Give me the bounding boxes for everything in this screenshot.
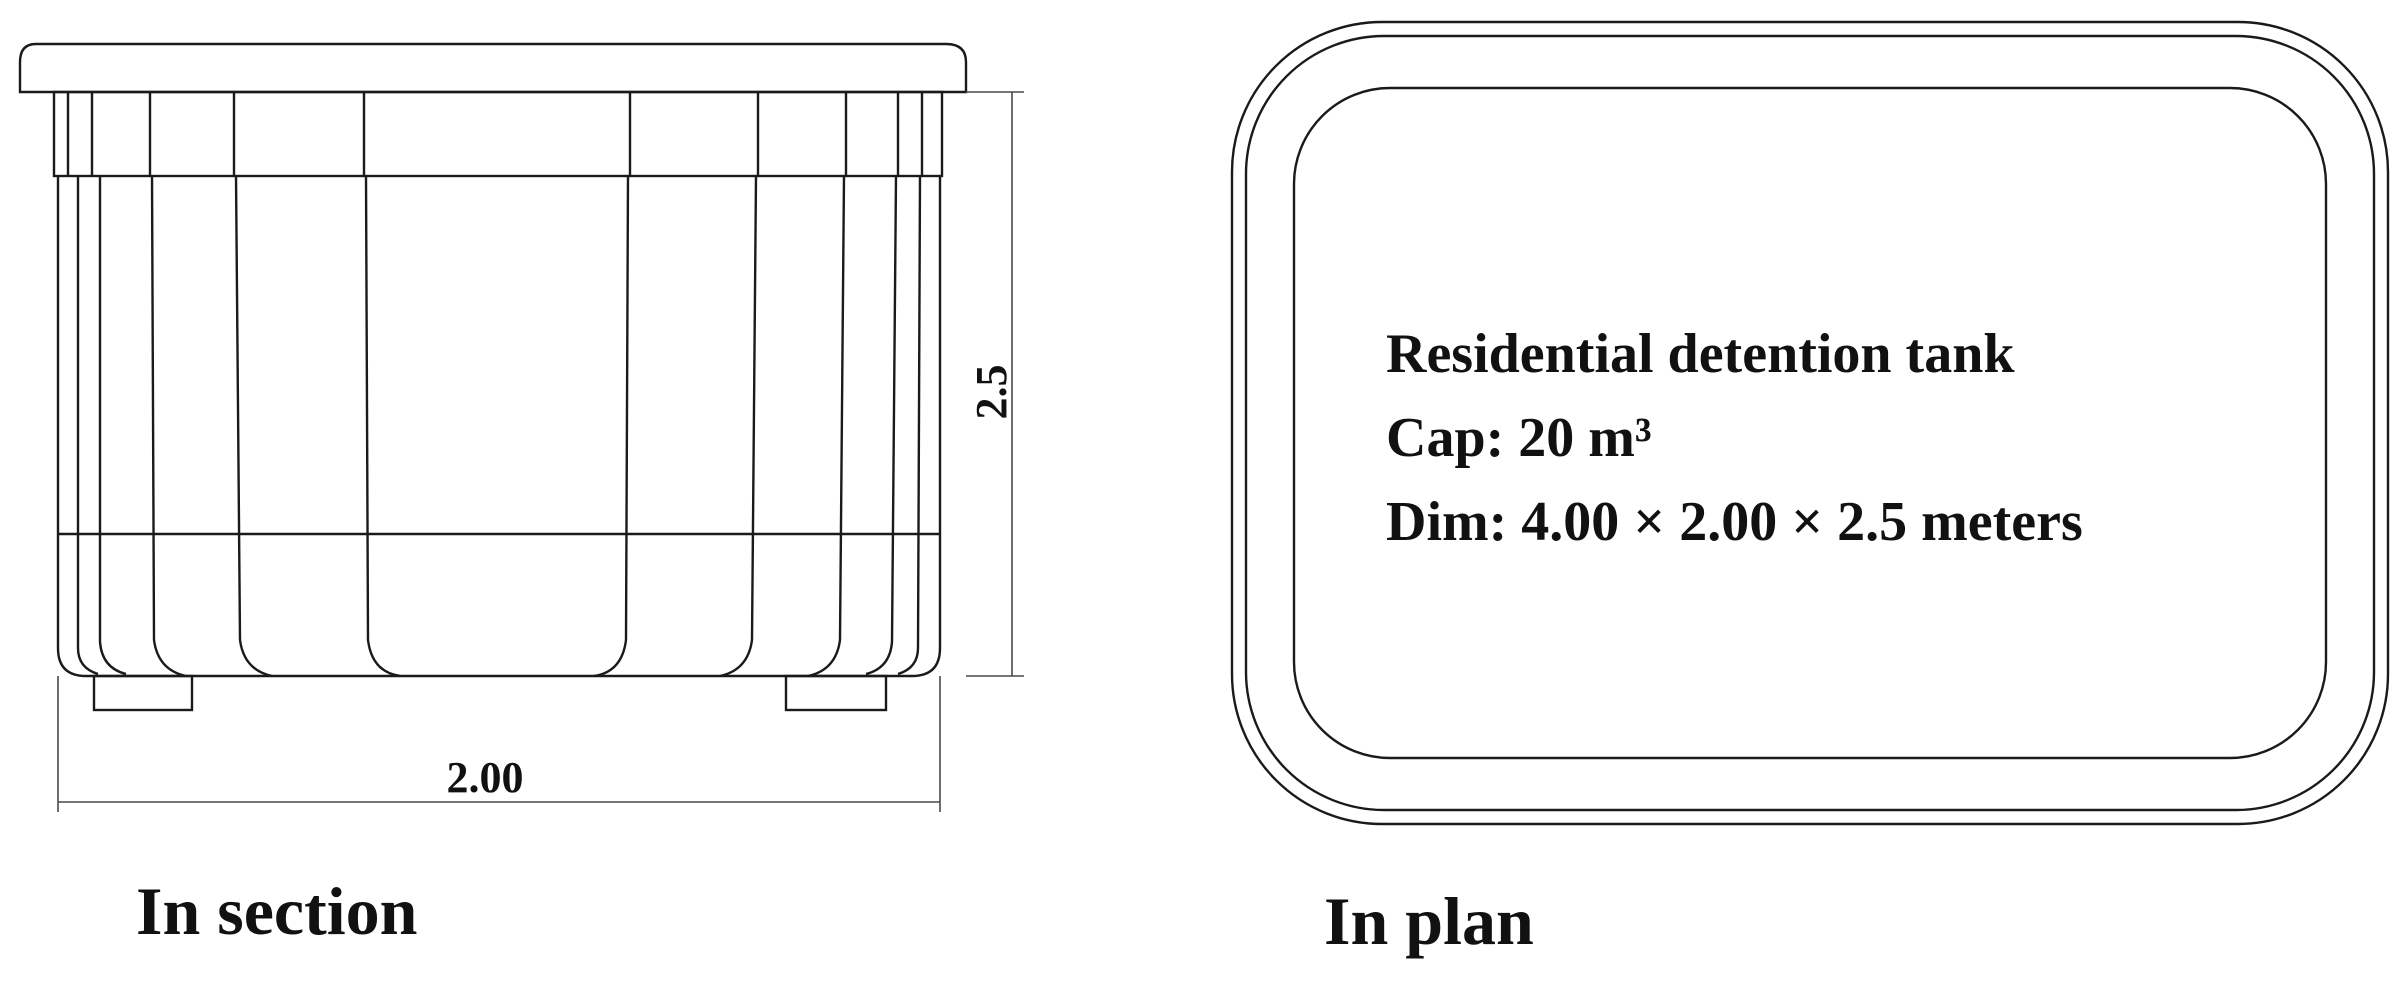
- plan-outline-middle: [1244, 34, 2376, 812]
- width-dimension-line: [57, 676, 941, 812]
- plan-info-dimensions: Dim: 4.00 × 2.00 × 2.5 meters: [1386, 491, 2083, 553]
- tank-ribs: [76, 175, 922, 678]
- tank-lid: [18, 42, 968, 94]
- height-dimension-line: [966, 91, 1024, 677]
- plan-view: Residential detention tank Cap: 20 m³ Di…: [1230, 20, 2390, 959]
- plan-outline-inner: [1292, 86, 2328, 760]
- plan-caption: In plan: [1324, 883, 1534, 959]
- tank-foot-right: [784, 674, 888, 712]
- plan-info-capacity: Cap: 20 m³: [1386, 407, 1652, 469]
- section-caption: In section: [136, 873, 417, 949]
- tank-foot-left: [92, 674, 194, 712]
- width-dimension-label: 2.00: [447, 753, 524, 802]
- height-dimension-label: 2.5: [967, 365, 1016, 420]
- plan-info-title: Residential detention tank: [1386, 323, 2015, 385]
- plan-outline-outer: [1230, 20, 2390, 826]
- tank-rim-band: [52, 90, 944, 178]
- rim-divisions: [66, 92, 924, 176]
- section-view: 2.00 2.5 In section: [18, 42, 1024, 949]
- tank-body: [56, 176, 942, 678]
